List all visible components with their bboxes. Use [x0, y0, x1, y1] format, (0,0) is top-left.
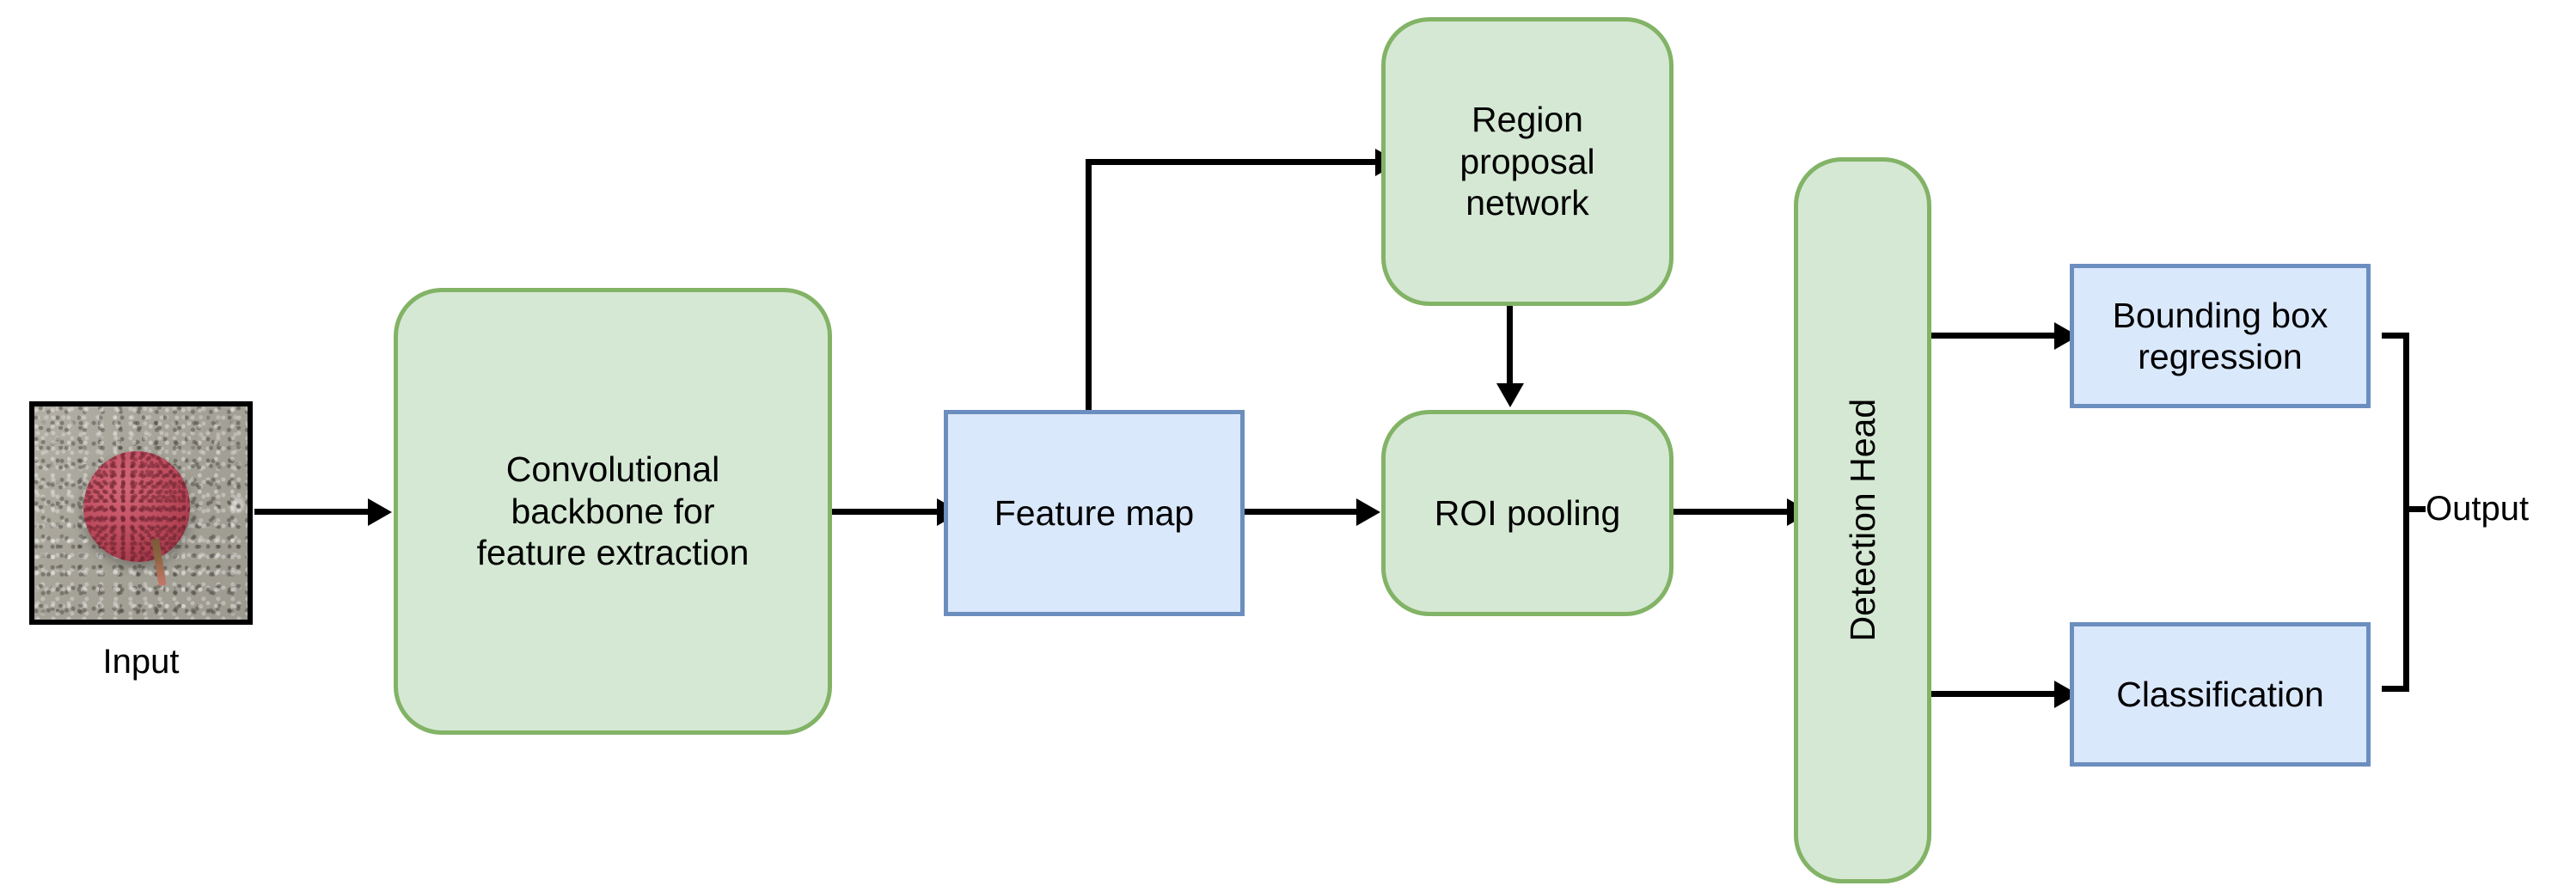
edge-featuremap-to-roipooling-line [1245, 509, 1356, 515]
edge-detectionhead-to-classification-line [1931, 691, 2057, 697]
edge-detectionhead-to-bbox-line [1931, 333, 2057, 339]
edge-featuremap-to-roipooling-arrow [1356, 498, 1380, 526]
output-label: Output [2426, 490, 2530, 528]
node-classification[interactable]: Classification [2070, 622, 2371, 767]
output-bracket-top-arm [2382, 333, 2409, 339]
photo-fruit-shape [83, 451, 191, 563]
input-caption: Input [102, 643, 180, 681]
edge-rpn-to-roipooling-arrow [1496, 383, 1524, 407]
detection-head-label: Detection Head [1842, 399, 1882, 642]
edge-input-to-backbone-arrow [368, 498, 392, 526]
node-feature-map[interactable]: Feature map [944, 410, 1245, 616]
output-bracket-spine [2403, 333, 2409, 692]
input-image-thumbnail [29, 401, 253, 625]
node-detection-head[interactable]: Detection Head [1794, 157, 1931, 883]
node-roi-pooling[interactable]: ROI pooling [1381, 410, 1673, 616]
edge-backbone-to-featuremap-line [832, 509, 939, 515]
edge-roipooling-to-detectionhead-line [1673, 509, 1790, 515]
node-convolutional-backbone[interactable]: Convolutional backbone for feature extra… [394, 288, 832, 735]
edge-featuremap-to-rpn-horizontal [1086, 159, 1380, 165]
output-bracket-tick [2403, 506, 2426, 512]
output-bracket-bottom-arm [2382, 686, 2409, 692]
edge-featuremap-to-rpn-vertical [1086, 159, 1092, 410]
edge-input-to-backbone-line [254, 509, 370, 515]
node-bounding-box-regression[interactable]: Bounding box regression [2070, 264, 2371, 408]
edge-rpn-to-roipooling-line [1507, 306, 1513, 386]
node-region-proposal-network[interactable]: Region proposal network [1381, 17, 1673, 306]
